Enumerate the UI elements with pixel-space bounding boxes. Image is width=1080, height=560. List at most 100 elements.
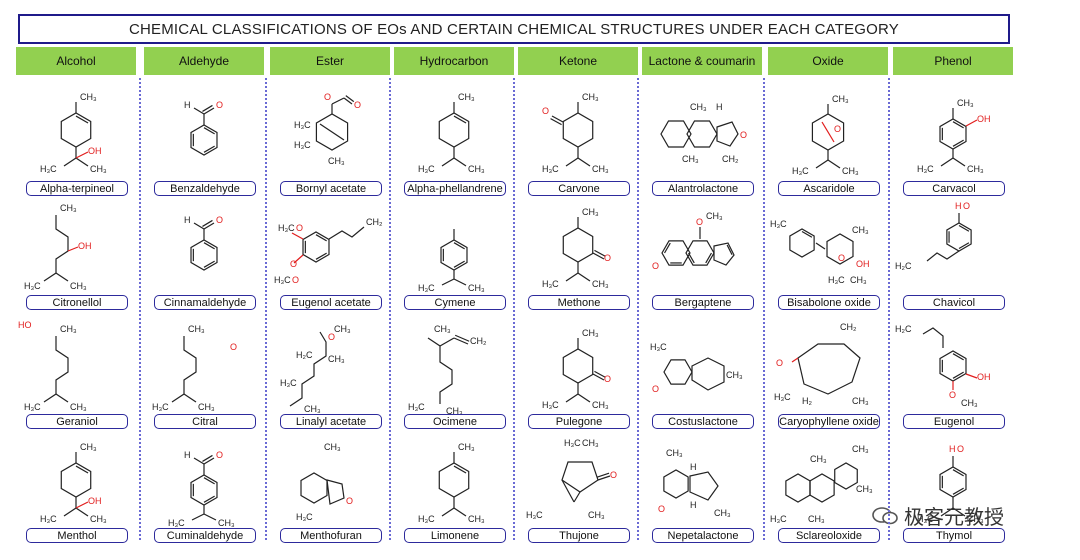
atom-label: CH₃ [468,514,485,524]
atom-label: H₃C [168,518,185,528]
compound-name-label: Bornyl acetate [280,181,382,196]
atom-label: CH₃ [80,92,97,102]
atom-label: CH₃ [592,164,609,174]
compound-name-label: Caryophyllene oxide [778,414,880,429]
atom-label: CH₃ [70,281,87,291]
atom-label: CH₂ [722,154,739,164]
atom-label: CH₃ [842,166,859,176]
atom-label: CH₃ [304,404,321,414]
atom-label: H₃C [24,402,41,412]
atom-label: CH₃ [706,211,723,221]
atom-label: H₃C [770,514,787,524]
compound-name-label: Ocimene [404,414,506,429]
atom-label: CH₃ [582,207,599,217]
category-header-lactone-and-coumarin: Lactone & coumarin [642,47,762,75]
compound-name-label: Thymol [903,528,1005,543]
atom-label: CH₃ [582,328,599,338]
atom-label: CH₃ [582,438,599,448]
column-divider [763,78,765,540]
atom-label: O [296,223,303,233]
atom-label: O [652,261,659,271]
atom-label: OH [977,372,991,382]
category-header-aldehyde: Aldehyde [144,47,264,75]
atom-label: CH₃ [967,164,984,174]
atom-label: CH₃ [198,402,215,412]
compound-name-label: Alpha-terpineol [26,181,128,196]
compound-name-label: Carvacol [903,181,1005,196]
atom-label: CH₃ [60,324,77,334]
atom-label: H₃C [564,438,581,448]
atom-label: O [604,253,611,263]
atom-label: CH₂ [840,322,857,332]
atom-label: H [949,444,956,454]
atom-label: CH₃ [852,225,869,235]
compound-name-label: Ascaridole [778,181,880,196]
atom-label: H₃C [274,275,291,285]
atom-label: H₃C [542,400,559,410]
atom-label: O [652,384,659,394]
atom-label: O [216,100,223,110]
atom-label: CH₃ [852,444,869,454]
atom-label: CH₂ [366,217,383,227]
category-header-ketone: Ketone [518,47,638,75]
atom-label: CH₃ [188,324,205,334]
atom-label: CH₃ [682,154,699,164]
atom-label: CH₃ [856,484,873,494]
atom-label: CH₃ [328,354,345,364]
atom-label: H₃C [418,514,435,524]
atom-label: H [184,215,191,225]
atom-label: CH₃ [80,442,97,452]
atom-label: CH₃ [690,102,707,112]
compound-name-label: Cinnamaldehyde [154,295,256,310]
category-header-phenol: Phenol [893,47,1013,75]
atom-label: OH [856,259,870,269]
chart-title: CHEMICAL CLASSIFICATIONS OF EOs AND CERT… [18,14,1010,44]
atom-label: HO [18,320,32,330]
atom-label: H₃C [792,166,809,176]
atom-label: H₃C [152,402,169,412]
atom-label: CH₃ [334,324,351,334]
compound-name-label: Geraniol [26,414,128,429]
atom-label: H₃C [24,281,41,291]
atom-label: H₃C [280,378,297,388]
atom-label: O [216,450,223,460]
atom-label: CH₃ [218,518,235,528]
compound-name-label: Menthol [26,528,128,543]
atom-label: CH₃ [468,283,485,293]
atom-label: CH₃ [592,279,609,289]
atom-label: O [949,390,956,400]
atom-label: H₂C [895,261,912,271]
atom-label: H [184,100,191,110]
atom-label: CH₃ [468,164,485,174]
